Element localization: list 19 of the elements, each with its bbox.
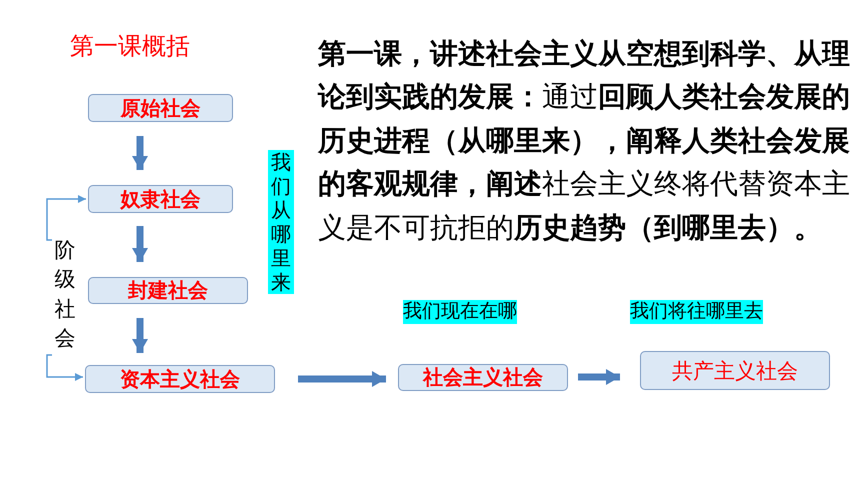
highlighted-label: 我们将往哪里去: [630, 300, 763, 324]
stage-box: 奴隶社会: [88, 185, 233, 213]
stage-box: 社会主义社会: [398, 364, 568, 391]
bracket-arrow: [46, 354, 83, 381]
vertical-label: 我们从哪里来: [268, 150, 294, 294]
stage-box: 资本主义社会: [85, 365, 275, 393]
title: 第一课概括: [70, 31, 190, 62]
stage-box: 封建社会: [88, 277, 248, 304]
block-arrow: [132, 136, 148, 170]
bracket-arrow: [46, 195, 86, 241]
vertical-label: 阶级社会: [52, 236, 78, 358]
description-text: 第一课，讲述社会主义从空想到科学、从理论到实践的发展：通过回顾人类社会发展的历史进程（从哪里来），阐释人类社会发展的客观规律，阐述社会主义终将代替资本主义是不可抗拒的历史趋势（到哪里去）。: [318, 36, 851, 246]
stage-box: 共产主义社会: [640, 351, 830, 390]
block-arrow: [132, 226, 148, 262]
block-arrow: [298, 371, 386, 387]
block-arrow: [132, 318, 148, 353]
block-arrow: [578, 369, 620, 385]
stage-box: 原始社会: [88, 94, 233, 122]
highlighted-label: 我们现在在哪: [403, 300, 517, 324]
